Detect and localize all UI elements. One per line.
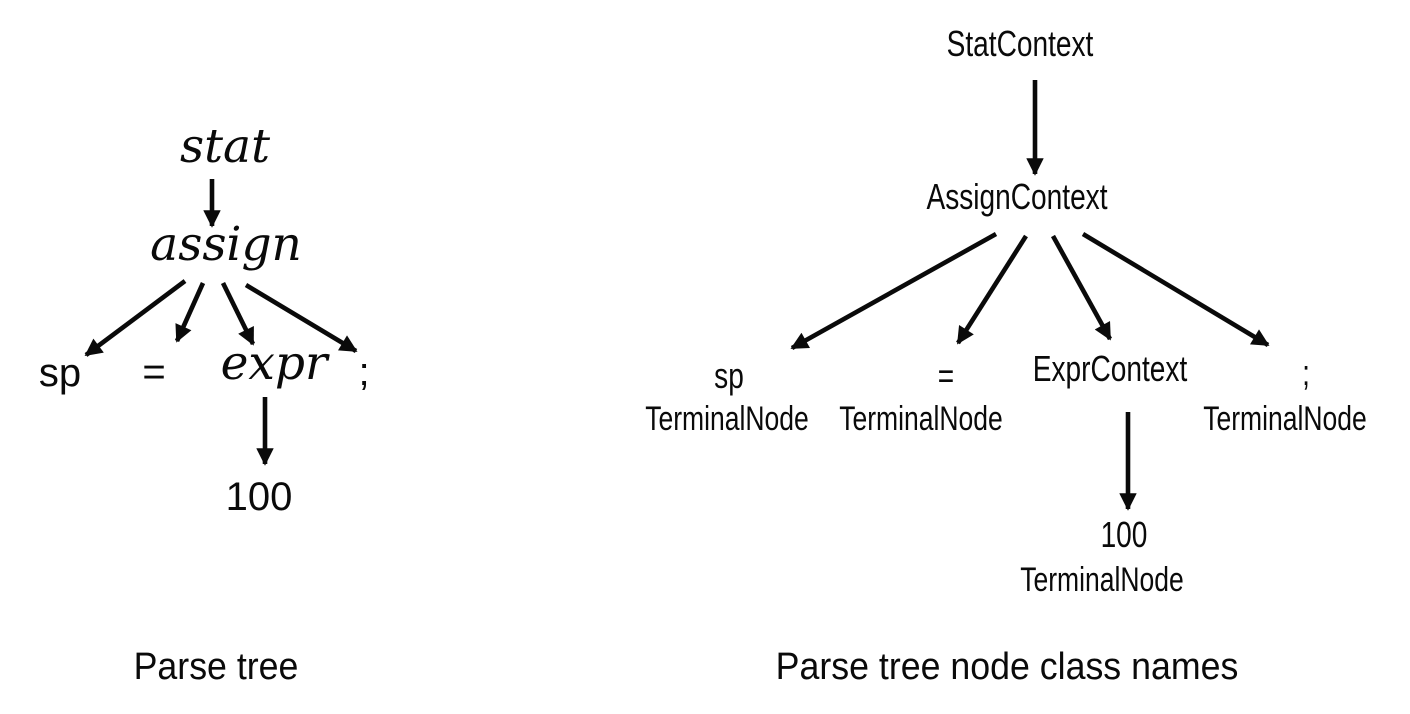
right-node-equals-class: TerminalNode <box>839 400 1003 438</box>
right-node-sp-token: sp <box>714 355 744 396</box>
edge-assignctx-sp <box>790 231 998 351</box>
right-node-sp-class: TerminalNode <box>645 400 809 438</box>
left-node-assign: assign <box>150 217 302 272</box>
edge-assignctx-exprctx <box>1050 234 1113 341</box>
right-node-statcontext: StatContext <box>946 23 1094 64</box>
left-node-sp: sp <box>38 351 82 395</box>
right-node-equals-token: = <box>937 355 955 396</box>
right-node-value-token: 100 <box>1100 514 1148 555</box>
edge-assign-expr <box>220 281 256 346</box>
edge-assign-semi <box>244 283 358 353</box>
left-node-semicolon: ; <box>358 350 370 394</box>
edge-assignctx-equals <box>956 234 1028 345</box>
right-caption: Parse tree node class names <box>775 646 1239 688</box>
left-node-expr: expr <box>220 336 328 391</box>
left-caption: Parse tree <box>133 646 299 688</box>
edge-assignctx-semi <box>1081 232 1270 347</box>
right-node-semicolon-token: ; <box>1302 352 1310 393</box>
right-node-exprcontext: ExprContext <box>1032 348 1188 389</box>
right-node-value-class: TerminalNode <box>1020 561 1184 599</box>
left-node-equals: = <box>142 350 166 394</box>
edge-assign-sp <box>84 279 187 357</box>
left-node-value: 100 <box>225 475 293 519</box>
right-node-semicolon-class: TerminalNode <box>1203 400 1367 438</box>
left-node-stat: stat <box>180 119 270 174</box>
right-node-assigncontext: AssignContext <box>926 176 1108 217</box>
edge-assign-equals <box>174 282 206 343</box>
